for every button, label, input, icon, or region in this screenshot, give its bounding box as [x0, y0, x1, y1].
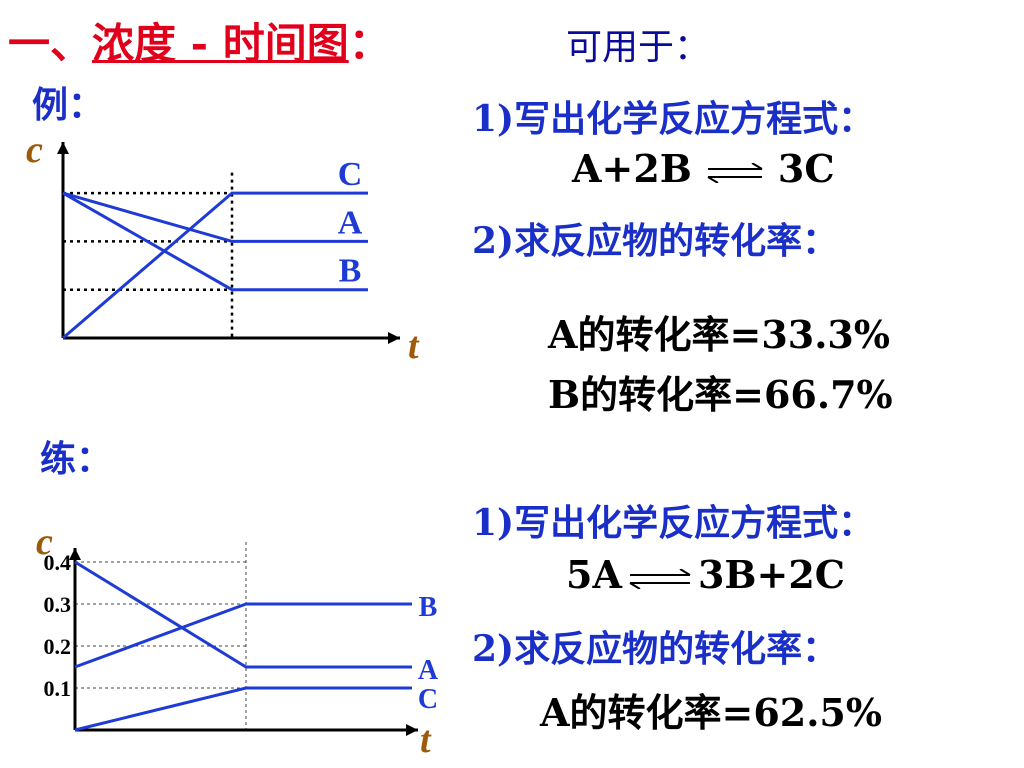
example-item2: 2)求反应物的转化率：	[472, 220, 839, 262]
practice-item2: 2)求反应物的转化率：	[472, 628, 839, 670]
title-main: 浓度 - 时间图	[92, 19, 349, 68]
chart1-series-label-B: B	[339, 253, 362, 290]
example-eq-left: A+2B	[572, 146, 692, 191]
chart2-series-A-line	[74, 560, 412, 669]
example-equation: A+2B 3C	[572, 146, 835, 191]
example-item1: 1)写出化学反应方程式：	[472, 98, 875, 140]
chart2-y-tick-label: 0.4	[44, 550, 72, 575]
chart2-x-axis-arrow	[406, 724, 418, 736]
example-result-b: B的转化率=66.7%	[548, 372, 893, 417]
usage-label: 可用于：	[566, 27, 711, 68]
example-eq-right: 3C	[777, 146, 835, 191]
practice-result-a: A的转化率=62.5%	[540, 690, 882, 735]
chart1-y-axis-label: c	[26, 129, 43, 171]
equilibrium-arrow-icon	[707, 162, 763, 183]
chart1-x-axis-label: t	[408, 325, 420, 367]
chart2-series-C-line	[74, 686, 412, 732]
practice-eq-left: 5A	[566, 552, 622, 597]
chart2-y-tick-label: 0.3	[44, 592, 72, 617]
chart1-series-label-A: A	[338, 204, 363, 241]
page-title: 一、浓度 - 时间图：	[8, 10, 391, 71]
chart2-series-label-C: C	[418, 684, 438, 715]
practice-label: 练：	[40, 438, 113, 480]
title-colon: ：	[348, 19, 391, 68]
chart2-y-tick-label: 0.2	[44, 634, 72, 659]
chart1-series-C-line	[62, 191, 368, 340]
chart2-x-axis-label: t	[420, 719, 432, 761]
practice-equation: 5A 3B+2C	[566, 552, 845, 597]
chart2-series-label-A: A	[418, 655, 439, 686]
chart2-y-tick-label: 0.1	[44, 676, 72, 701]
title-prefix: 一、	[8, 19, 93, 68]
chart1-series-label-C: C	[338, 156, 363, 193]
chart1-series-A-line	[62, 191, 368, 243]
chart1-x-axis-arrow	[388, 332, 400, 344]
chart2-series-label-B: B	[419, 592, 438, 623]
chart2-series-B-line	[74, 602, 412, 669]
example-label: 例：	[32, 84, 105, 126]
chart2-y-axis-label: c	[36, 521, 53, 563]
practice-item1: 1)写出化学反应方程式：	[472, 502, 875, 544]
practice-eq-right: 3B+2C	[697, 552, 846, 597]
chart2-y-axis-arrow	[69, 548, 81, 560]
chart1-series-B-line	[62, 191, 368, 292]
chart1-y-axis-arrow	[57, 142, 69, 154]
equilibrium-arrow-icon	[629, 568, 691, 589]
example-result-a: A的转化率=33.3%	[548, 312, 890, 357]
